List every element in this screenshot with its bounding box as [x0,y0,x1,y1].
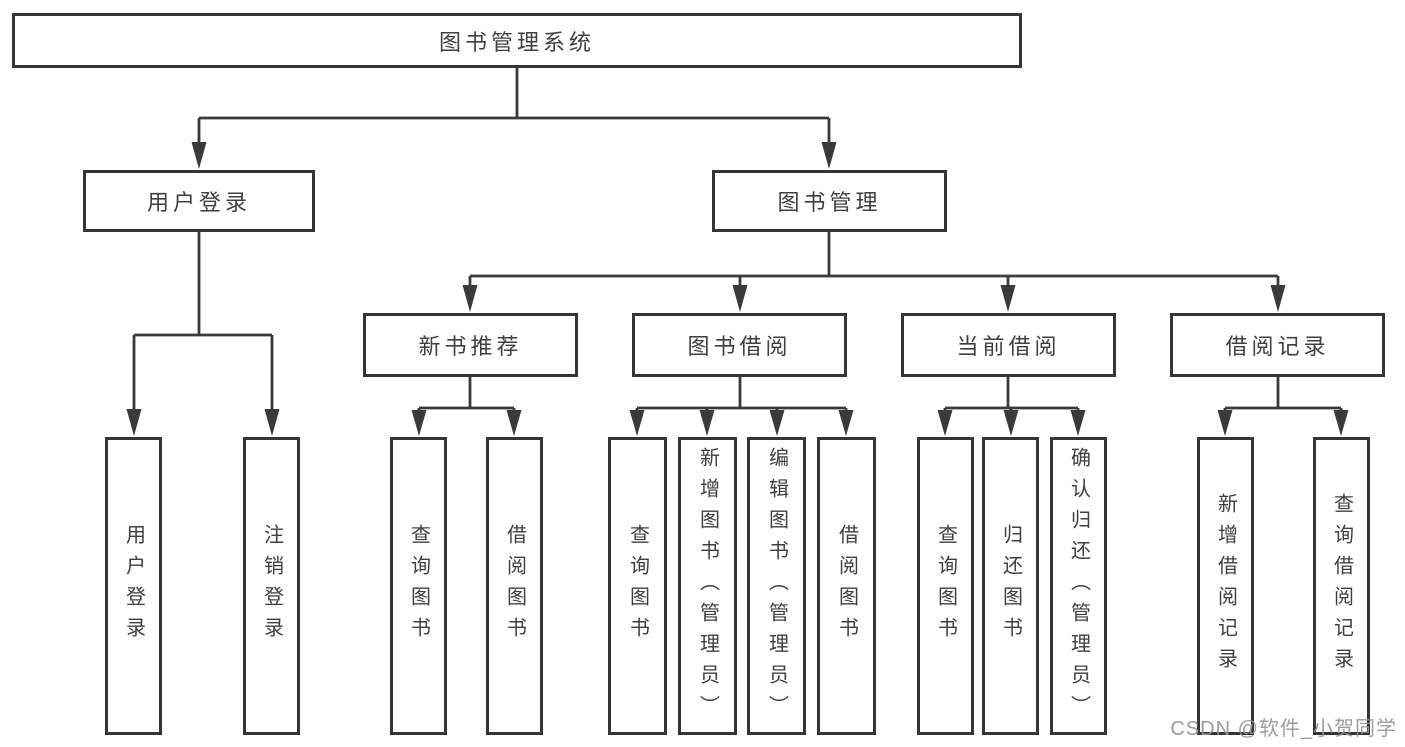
edge-borrow-records-children [1217,377,1349,436]
node-user-login: 用户登录 [83,170,315,232]
node-root-label: 图书管理系统 [438,29,595,55]
leaf-newbooks-query-books: 查询图书 [390,437,447,735]
node-borrow-records-label: 借阅记录 [1225,334,1330,359]
leaf-current-confirm-return-admin: 确认归还（管理员） [1050,437,1107,735]
edge-root-to-level2 [191,68,837,169]
leaf-borrow-edit-books-admin: 编辑图书（管理员） [747,437,806,735]
node-book-management-label: 图书管理 [777,190,882,215]
node-book-management: 图书管理 [712,170,947,232]
edge-current-borrow-children [937,377,1086,436]
leaf-borrow-query-books: 查询图书 [608,437,667,735]
node-book-borrow-label: 图书借阅 [687,334,792,359]
watermark: CSDN @软件_小贺同学 [1170,718,1397,740]
edge-user-login-children [126,232,280,436]
node-root: 图书管理系统 [12,13,1022,68]
node-book-borrow: 图书借阅 [632,313,847,377]
leaf-records-add-record: 新增借阅记录 [1197,437,1254,735]
node-new-book-recommend: 新书推荐 [363,313,578,377]
node-user-login-label: 用户登录 [146,190,251,215]
leaf-current-query-books: 查询图书 [917,437,974,735]
leaf-borrow-borrow-books: 借阅图书 [817,437,876,735]
leaf-borrow-add-books-admin: 新增图书（管理员） [678,437,737,735]
leaf-logout: 注销登录 [243,437,300,735]
node-borrow-records: 借阅记录 [1170,313,1385,377]
leaf-newbooks-borrow-books: 借阅图书 [486,437,543,735]
edge-new-book-recommend-children [411,377,522,436]
edge-book-borrow-children [629,377,854,436]
edge-book-management-children [462,232,1286,312]
node-new-book-recommend-label: 新书推荐 [418,334,523,359]
node-current-borrow: 当前借阅 [901,313,1116,377]
leaf-current-return-books: 归还图书 [982,437,1039,735]
node-current-borrow-label: 当前借阅 [956,334,1061,359]
leaf-records-query-record: 查询借阅记录 [1313,437,1370,735]
leaf-user-login: 用户登录 [105,437,162,735]
